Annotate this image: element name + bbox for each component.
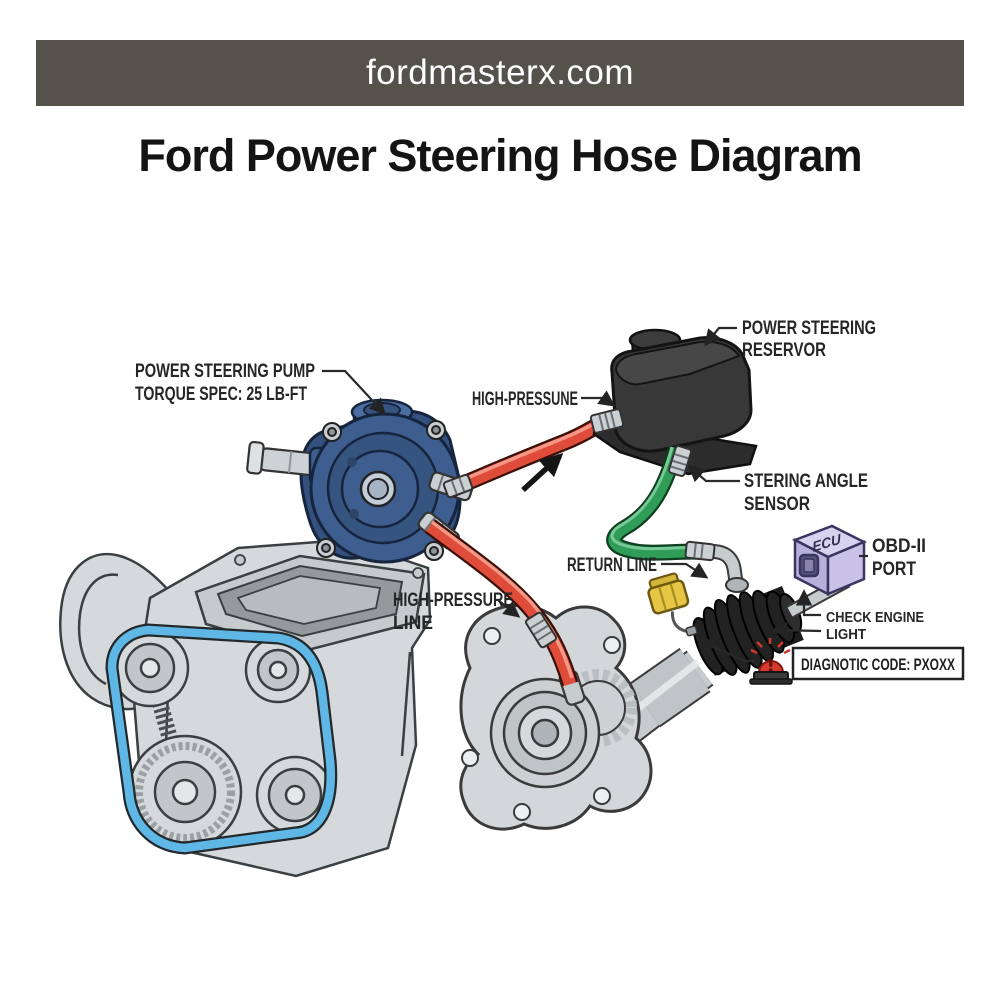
- reservoir-label-line2: RESERVOR: [742, 340, 826, 361]
- high-pressure-line-label-line1: HIGH-PRESSURE: [393, 590, 513, 611]
- hose-highlight: [610, 446, 702, 551]
- high-pressure-line-label-line2: LINE: [393, 613, 433, 634]
- steering-angle-sensor-label-line1: STERING ANGLE: [744, 471, 868, 492]
- site-banner: fordmasterx.com: [36, 40, 964, 106]
- pulley-lower-right: [255, 755, 335, 835]
- hose-highlight: [430, 520, 574, 679]
- high-pressure-hose-lower: [424, 519, 579, 687]
- return-hose: [606, 445, 704, 561]
- pump-bolts: [316, 420, 446, 561]
- hose-body: [447, 415, 609, 496]
- high-pressure-hose-leader: [581, 390, 616, 407]
- pulley-idler: [244, 636, 312, 704]
- engine-block-illustration: [59, 538, 432, 878]
- warning-light-mark: [769, 659, 773, 667]
- engine-valve-opening-floor: [236, 575, 382, 625]
- pump-label-line2: TORQUE SPEC: 25 LB-FT: [135, 384, 307, 405]
- elbow-flange: [725, 577, 749, 593]
- connector-body: [647, 579, 690, 615]
- flange-bolt-hole: [603, 636, 621, 654]
- check-engine-label-line1: CHECK ENGINE: [826, 610, 924, 626]
- pump-face-hole: [349, 509, 359, 519]
- warning-light-icon: [749, 638, 793, 685]
- return-line-label: RETURN LINE: [567, 555, 657, 576]
- site-name: fordmasterx.com: [365, 53, 635, 92]
- flange-bolt-hole: [593, 787, 611, 805]
- warning-light-rays: [750, 638, 791, 655]
- warning-light-base-lip: [749, 678, 793, 685]
- electrical-connector: [647, 572, 698, 637]
- serpentine-belt: [107, 625, 335, 853]
- warning-light-mark-dot: [768, 668, 773, 672]
- page-title: Ford Power Steering Hose Diagram: [138, 130, 862, 181]
- steering-rack-illustration: [459, 574, 851, 831]
- pulley-crankshaft: [127, 734, 243, 850]
- reservoir-label-line1: POWER STEERING: [742, 318, 876, 339]
- hose-highlight: [448, 416, 606, 488]
- pump-hub-nut: [367, 478, 389, 500]
- ecu-right-face: [826, 540, 866, 596]
- hose-coupler: [684, 540, 716, 562]
- check-engine-arrow: [771, 622, 822, 639]
- high-pressure-line-leader: [497, 599, 521, 618]
- engine-bolt: [234, 554, 246, 566]
- diagnostic-leader: [697, 639, 755, 663]
- reservoir-illustration: [592, 328, 758, 476]
- check-engine-bracket: [795, 589, 821, 617]
- diagnostic-code-text: DIAGNOTIC CODE: PXOXX: [801, 655, 955, 674]
- engine-bolt: [412, 567, 424, 579]
- steering-angle-sensor-label-line2: SENSOR: [744, 494, 810, 515]
- ecu-box: [791, 524, 868, 597]
- reservoir-leader: [704, 326, 737, 347]
- flange-bolt-hole: [483, 627, 501, 645]
- pump-label-line1: POWER STEERING PUMP: [135, 361, 315, 382]
- pump-left-spout: [246, 440, 322, 477]
- diagnostic-code-box: [791, 646, 965, 681]
- pump-leader: [322, 369, 386, 416]
- obd-port-label-line2: PORT: [872, 559, 916, 580]
- hose-body: [426, 520, 576, 686]
- sensor-coupler: [668, 445, 692, 477]
- connector-clip: [685, 625, 698, 637]
- engine-rib: [400, 651, 412, 757]
- hose-coupler: [442, 473, 474, 499]
- bellows-boot: [692, 586, 804, 676]
- flow-direction-arrow: [521, 453, 564, 493]
- obd-port-label-line1: OBD-II: [872, 536, 926, 557]
- hose-coupler: [589, 408, 625, 434]
- pump-face-hole: [347, 457, 357, 467]
- hose-coupler: [525, 611, 557, 649]
- flange-boss: [489, 677, 601, 789]
- check-engine-label-line2: LIGHT: [826, 627, 866, 643]
- flange-bolt-hole: [513, 803, 531, 821]
- return-line-leader: [661, 562, 709, 579]
- engine-left-housing-rib: [77, 573, 119, 686]
- flange-bolt-hole: [461, 749, 479, 767]
- power-steering-pump-illustration: [246, 398, 474, 564]
- reservoir-top-face: [614, 340, 741, 386]
- high-pressure-hose-upper: [446, 413, 610, 498]
- sensor-leader: [687, 465, 740, 483]
- ecu-port-hole-inner: [803, 558, 815, 573]
- high-pressure-hose-label: HIGH-PRESSUNE: [472, 389, 578, 410]
